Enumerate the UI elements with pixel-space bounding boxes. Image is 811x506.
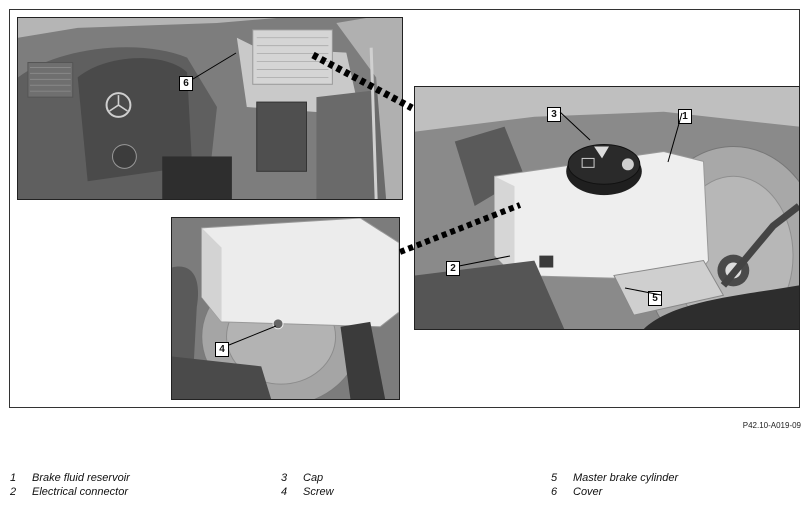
legend-number: 6 <box>551 486 558 498</box>
legend-number: 2 <box>10 486 17 498</box>
callout-6: 6 <box>179 76 193 91</box>
legend-item-6: 6 Cover <box>551 486 602 498</box>
callout-5: 5 <box>648 291 662 306</box>
legend-item-3: 3 Cap <box>281 472 323 484</box>
legend-number: 4 <box>281 486 288 498</box>
reservoir-detail-photo <box>414 86 800 330</box>
legend-label: Cover <box>573 486 603 498</box>
callout-1: 1 <box>678 109 692 124</box>
legend-number: 1 <box>10 472 17 484</box>
screw-closeup-photo <box>171 217 400 400</box>
legend-item-2: 2 Electrical connector <box>10 486 128 498</box>
figure-frame: 6 3 1 2 5 4 <box>9 9 800 408</box>
legend-label: Electrical connector <box>32 486 128 498</box>
legend-label: Screw <box>303 486 334 498</box>
legend-label: Brake fluid reservoir <box>32 472 130 484</box>
legend-item-4: 4 Screw <box>281 486 334 498</box>
legend-item-5: 5 Master brake cylinder <box>551 472 678 484</box>
callout-2: 2 <box>446 261 460 276</box>
legend-label: Master brake cylinder <box>573 472 679 484</box>
legend-number: 5 <box>551 472 558 484</box>
engine-bay-photo <box>17 17 403 200</box>
legend-item-1: 1 Brake fluid reservoir <box>10 472 130 484</box>
callout-3: 3 <box>547 107 561 122</box>
callout-4: 4 <box>215 342 229 357</box>
legend-number: 3 <box>281 472 288 484</box>
figure-reference-code: P42.10-A019-09 <box>742 421 801 430</box>
legend-label: Cap <box>303 472 324 484</box>
